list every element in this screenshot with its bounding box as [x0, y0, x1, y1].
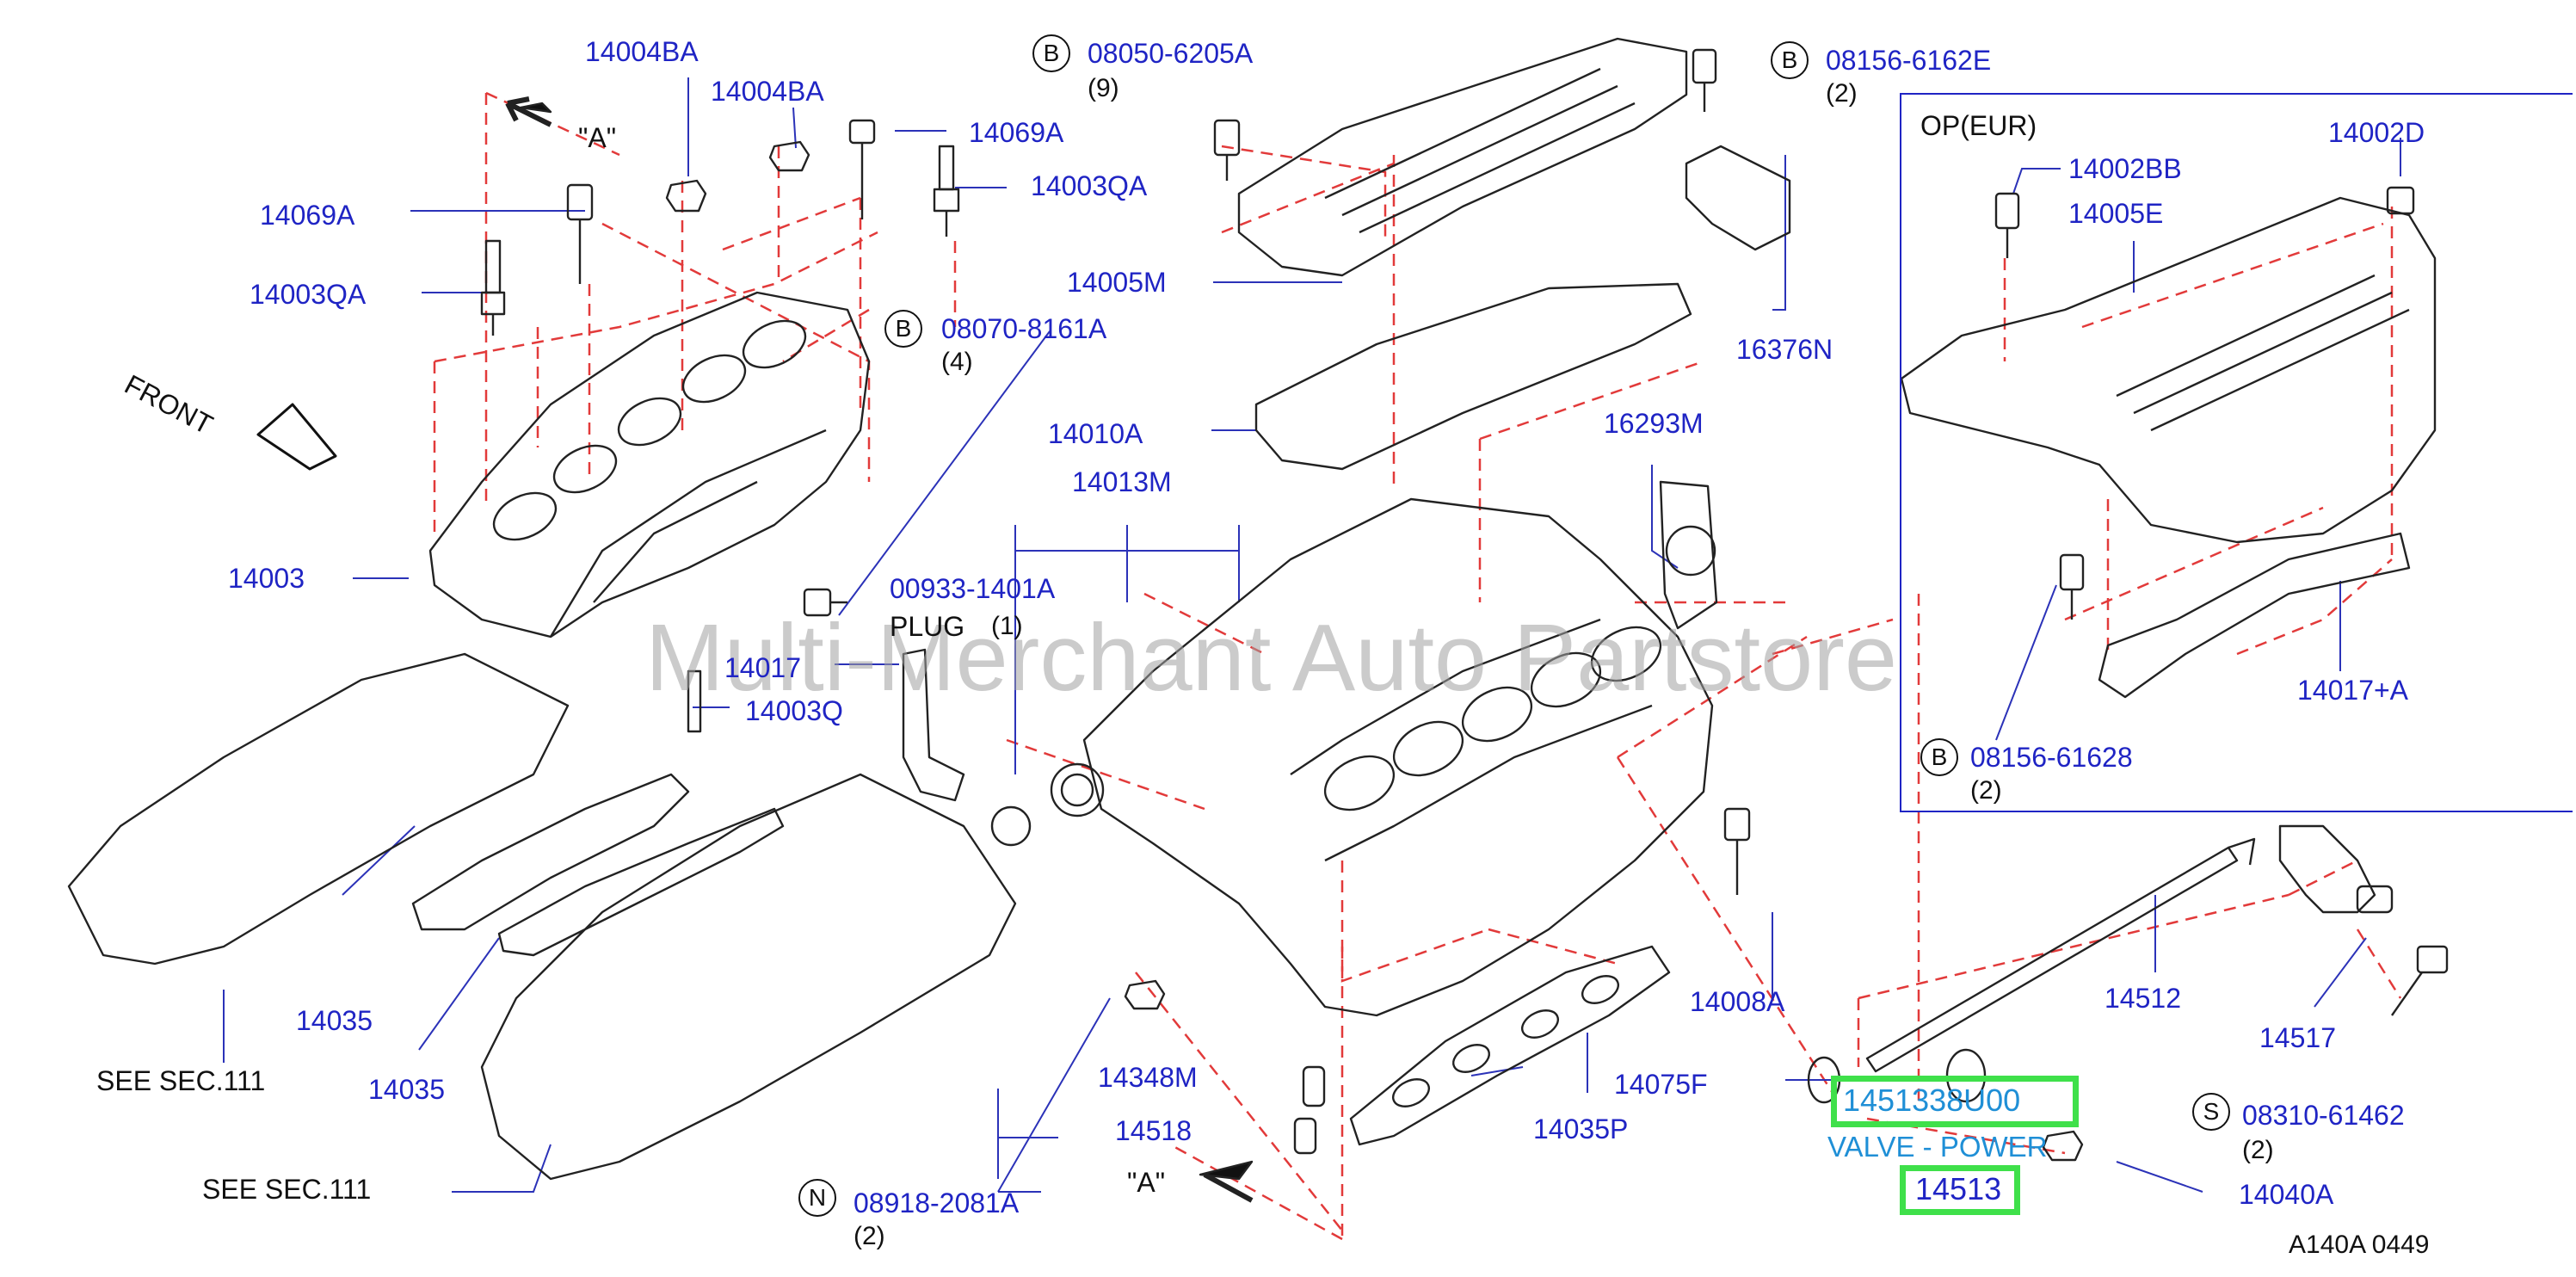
label-14017-a[interactable]: 14017+A: [2297, 675, 2409, 706]
label-14005m[interactable]: 14005M: [1067, 267, 1167, 298]
label-14005e[interactable]: 14005E: [2068, 198, 2164, 229]
label-14518[interactable]: 14518: [1115, 1115, 1192, 1146]
highlight-box-part-number: [1831, 1076, 2079, 1127]
label-plug: PLUG: [890, 611, 965, 642]
label-14003qa-1[interactable]: 14003QA: [1031, 170, 1148, 201]
label-14517[interactable]: 14517: [2259, 1022, 2336, 1053]
circled-b-08050: B: [1032, 34, 1070, 72]
label-08050-6205a[interactable]: 08050-6205A: [1088, 38, 1254, 69]
label-16376n[interactable]: 16376N: [1736, 334, 1833, 365]
label-14008a[interactable]: 14008A: [1690, 986, 1785, 1017]
qty-08156-61628: (2): [1970, 776, 2002, 805]
highlight-box-callout: [1900, 1165, 2020, 1215]
label-08918-2081a[interactable]: 08918-2081A: [854, 1188, 1020, 1218]
label-14004ba-2[interactable]: 14004BA: [711, 76, 824, 107]
alignment-lines: [433, 91, 2402, 1241]
label-14003q[interactable]: 14003Q: [745, 695, 843, 726]
label-14035p[interactable]: 14035P: [1533, 1114, 1629, 1144]
label-14010a[interactable]: 14010A: [1048, 418, 1143, 449]
highlight-part-name: VALVE - POWER: [1827, 1131, 2048, 1163]
label-14013m[interactable]: 14013M: [1072, 466, 1172, 497]
label-see-sec111-1[interactable]: SEE SEC.111: [96, 1065, 266, 1096]
highlight-callout[interactable]: 14513: [1915, 1171, 2002, 1206]
circled-b-08070: B: [884, 310, 922, 348]
label-14035-2[interactable]: 14035: [368, 1074, 445, 1105]
label-14069a-2[interactable]: 14069A: [260, 200, 355, 231]
label-08310-61462[interactable]: 08310-61462: [2242, 1100, 2405, 1131]
watermark: Multi-Merchant Auto Partstore: [645, 605, 1898, 711]
label-14035-1[interactable]: 14035: [296, 1005, 373, 1036]
label-08156-61628[interactable]: 08156-61628: [1970, 742, 2133, 773]
part-drawings: [67, 37, 2449, 1203]
highlight-part-number[interactable]: 1451338U00: [1843, 1083, 2021, 1118]
label-00933-1401a[interactable]: 00933-1401A: [890, 573, 1056, 604]
label-14040a[interactable]: 14040A: [2239, 1179, 2334, 1210]
label-see-sec111-2[interactable]: SEE SEC.111: [202, 1174, 372, 1205]
circled-b-08156-6162e: B: [1771, 41, 1809, 79]
qty-08918: (2): [854, 1222, 885, 1250]
label-14348m[interactable]: 14348M: [1098, 1062, 1198, 1093]
label-14004ba-1[interactable]: 14004BA: [585, 36, 699, 67]
label-14002bb[interactable]: 14002BB: [2068, 153, 2182, 184]
qty-08070: (4): [941, 348, 973, 376]
circled-b-08156-61628: B: [1920, 738, 1958, 776]
label-14017[interactable]: 14017: [724, 652, 801, 683]
label-a-bottom: "A": [1127, 1167, 1166, 1198]
label-14002d[interactable]: 14002D: [2328, 117, 2425, 148]
label-08156-6162e[interactable]: 08156-6162E: [1826, 45, 1992, 76]
label-14075f[interactable]: 14075F: [1614, 1069, 1708, 1100]
label-16293m[interactable]: 16293M: [1604, 408, 1704, 439]
qty-plug: (1): [991, 612, 1023, 640]
label-14003qa-2[interactable]: 14003QA: [250, 279, 367, 310]
panel-title: OP(EUR): [1920, 110, 2037, 141]
label-14003[interactable]: 14003: [228, 563, 305, 594]
qty-08310: (2): [2242, 1136, 2274, 1164]
circled-n-08918: N: [798, 1179, 836, 1217]
qty-08156-6162e: (2): [1826, 79, 1858, 108]
label-a-top: "A": [578, 122, 617, 153]
circled-s-08310: S: [2192, 1093, 2230, 1131]
qty-08050: (9): [1088, 74, 1119, 102]
diagram-id: A140A 0449: [2289, 1231, 2430, 1259]
op-eur-panel: [1900, 93, 2573, 812]
label-14069a-1[interactable]: 14069A: [969, 117, 1064, 148]
label-08070-8161a[interactable]: 08070-8161A: [941, 313, 1107, 344]
label-14512[interactable]: 14512: [2105, 983, 2181, 1014]
